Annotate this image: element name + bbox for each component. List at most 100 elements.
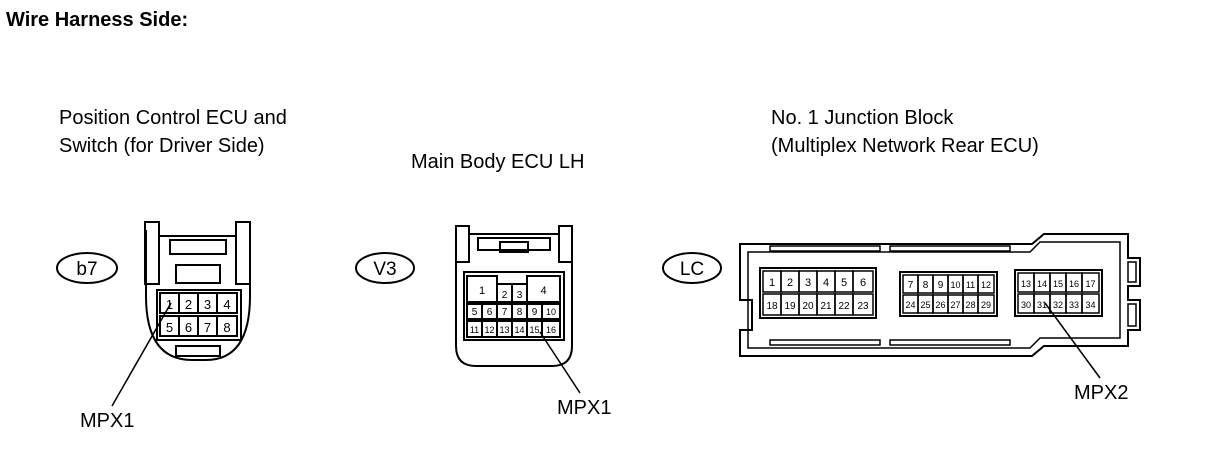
lc-id-label: LC (680, 259, 704, 280)
lc-pin-23: 23 (857, 301, 869, 312)
lc-pin-11: 11 (966, 280, 975, 290)
lc-pin-19: 19 (784, 301, 796, 312)
v3-pin-11: 11 (470, 325, 479, 335)
lc-connector: LC (662, 233, 1141, 379)
lc-pin-6: 6 (860, 277, 866, 289)
lc-pin-2: 2 (787, 277, 793, 289)
b7-callout: MPX1 (80, 410, 135, 432)
lc-pin-5: 5 (841, 277, 847, 289)
v3-pin-15: 15 (529, 325, 539, 335)
lc-rail-bottom-right (889, 339, 1011, 346)
v3-pin-14: 14 (514, 325, 524, 335)
lc-pin-1: 1 (769, 277, 775, 289)
lc-pin-18: 18 (766, 301, 778, 312)
b7-pin-7: 7 (204, 320, 211, 335)
lc-pin-26: 26 (935, 300, 945, 310)
v3-id-ellipse (355, 252, 415, 284)
lc-pin-12: 12 (981, 280, 991, 290)
v3-latch-left (455, 225, 470, 263)
b7-bottom-tab (175, 345, 221, 357)
v3-pin-9: 9 (532, 307, 538, 318)
lc-pin-9: 9 (938, 280, 944, 291)
v3-pin-4: 4 (540, 285, 546, 297)
lc-rail-top-left (769, 245, 881, 252)
lc-title-line-2: (Multiplex Network Rear ECU) (771, 135, 1039, 157)
lc-pin-17: 17 (1085, 279, 1095, 289)
b7-pin-frame (156, 289, 242, 341)
v3-pin-6: 6 (487, 307, 493, 318)
v3-callout-leader (539, 331, 581, 394)
b7-body (145, 230, 251, 361)
v3-pin-10: 10 (546, 307, 556, 317)
b7-pin-4: 4 (223, 297, 230, 312)
lc-pin-27: 27 (950, 300, 960, 310)
lc-pin-16: 16 (1069, 279, 1079, 289)
v3-latch-right (558, 225, 573, 263)
b7-top-hood (159, 235, 236, 255)
lc-block-c (1014, 269, 1103, 317)
lc-block-a-cells (762, 270, 874, 316)
v3-pin-12: 12 (484, 325, 494, 335)
v3-key (499, 241, 529, 253)
b7-pin-2: 2 (185, 297, 192, 312)
lc-pin-25: 25 (920, 300, 930, 310)
v3-pin-16: 16 (546, 325, 556, 335)
lc-pin-13: 13 (1021, 279, 1031, 289)
lc-pin-31: 31 (1037, 300, 1047, 310)
lc-id-ellipse (662, 252, 722, 284)
b7-id-label: b7 (76, 259, 97, 280)
b7-pin-cells (159, 292, 238, 337)
lc-tab-upper (1127, 261, 1137, 283)
lc-callout-leader (1044, 302, 1101, 379)
v3-pin-5: 5 (472, 307, 478, 318)
b7-callout-leader (111, 302, 172, 407)
v3-callout: MPX1 (557, 397, 612, 419)
lc-inner-frame (747, 241, 1121, 349)
v3-pin-13: 13 (499, 325, 509, 335)
b7-key (175, 264, 221, 284)
lc-block-a (759, 267, 877, 319)
lc-pin-32: 32 (1053, 300, 1063, 310)
lc-pin-22: 22 (838, 301, 850, 312)
v3-pin-8: 8 (517, 307, 523, 318)
lc-pin-10: 10 (950, 280, 960, 290)
v3-pin-1: 1 (479, 285, 485, 297)
b7-title-line-2: Switch (for Driver Side) (59, 135, 265, 157)
v3-pin-cells (466, 275, 561, 338)
lc-pin-3: 3 (805, 277, 811, 289)
v3-pin-2: 2 (502, 290, 508, 301)
lc-pin-30: 30 (1021, 300, 1031, 310)
v3-top-hood (469, 233, 559, 251)
lc-pin-14: 14 (1037, 279, 1047, 289)
b7-pin-6: 6 (185, 320, 192, 335)
pin-labels: 1 2 3 4 5 6 7 8 1 4 2 3 5 6 7 8 9 10 11 … (166, 277, 1096, 335)
v3-pin-7: 7 (502, 307, 508, 318)
b7-latch-right (235, 221, 251, 285)
lc-callout: MPX2 (1074, 382, 1129, 404)
v3-pin-3: 3 (517, 290, 523, 301)
lc-pin-33: 33 (1069, 300, 1079, 310)
lc-pin-4: 4 (823, 277, 829, 289)
lc-title-line-1: No. 1 Junction Block (771, 107, 954, 129)
lc-pin-21: 21 (820, 301, 832, 312)
lc-pin-34: 34 (1085, 300, 1095, 310)
v3-body (455, 234, 573, 367)
v3-title: Main Body ECU LH (411, 151, 585, 173)
v3-pin-frame (463, 271, 565, 341)
lc-pin-15: 15 (1053, 279, 1063, 289)
v3-id-label: V3 (373, 259, 396, 280)
lc-pin-29: 29 (981, 300, 991, 310)
b7-connector: b7 (56, 221, 251, 407)
lc-rail-top-right (889, 245, 1011, 252)
b7-latch-left (144, 221, 160, 285)
lc-block-c-cells (1017, 272, 1100, 314)
v3-connector: V3 (355, 225, 581, 394)
b7-pin-3: 3 (204, 297, 211, 312)
lc-pin-8: 8 (923, 280, 929, 291)
b7-id-ellipse (56, 252, 118, 284)
lc-pin-28: 28 (965, 300, 975, 310)
b7-pin-8: 8 (223, 320, 230, 335)
b7-pin-5: 5 (166, 320, 173, 335)
page-heading: Wire Harness Side: (6, 9, 189, 31)
